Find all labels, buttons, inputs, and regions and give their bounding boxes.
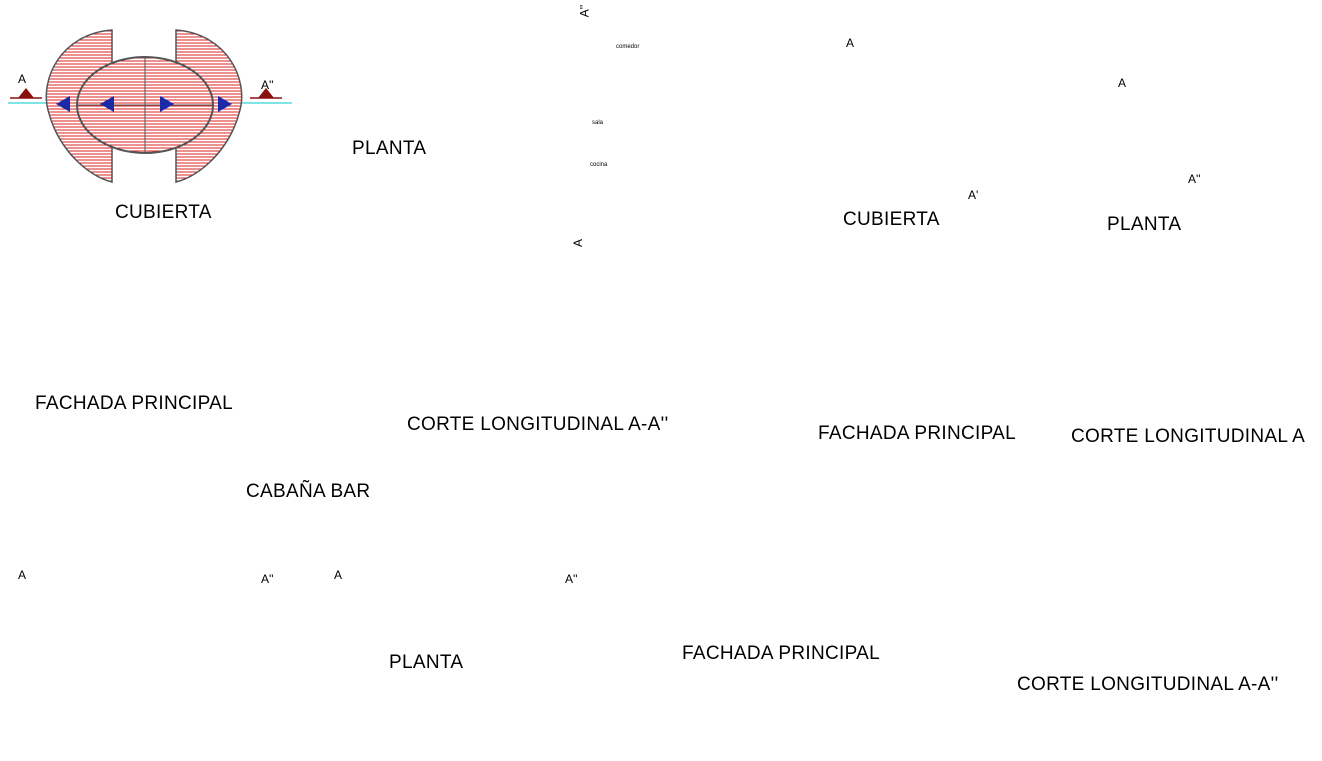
section-mark-a-double-plan: A'' bbox=[577, 4, 592, 18]
label-fachada-3: FACHADA PRINCIPAL bbox=[682, 643, 880, 664]
section-mark-a-bar: A bbox=[334, 568, 343, 582]
label-fachada-2: FACHADA PRINCIPAL bbox=[818, 423, 1016, 444]
section-mark-a-1: A bbox=[18, 72, 27, 86]
label-cubierta-2: CUBIERTA bbox=[843, 209, 940, 230]
section-mark-a-double-1: A'' bbox=[261, 78, 274, 92]
section-mark-a-double-2: A'' bbox=[261, 572, 274, 586]
section-mark-a-prime-pentagon: A' bbox=[968, 188, 979, 202]
room-tag-sala: sala bbox=[592, 120, 604, 126]
label-planta-2: PLANTA bbox=[1107, 214, 1182, 235]
label-planta-3: PLANTA bbox=[389, 652, 464, 673]
label-corte-2: CORTE LONGITUDINAL A bbox=[1071, 426, 1306, 447]
roof-plan-oval-1 bbox=[8, 29, 292, 183]
label-corte-3: CORTE LONGITUDINAL A-A'' bbox=[1017, 674, 1279, 695]
label-group-title: CABAÑA BAR bbox=[246, 481, 371, 502]
label-planta-1: PLANTA bbox=[352, 138, 427, 159]
room-tag-cocina: cocina bbox=[590, 162, 608, 168]
section-mark-a-2: A bbox=[18, 568, 27, 582]
label-cubierta-1: CUBIERTA bbox=[115, 202, 212, 223]
label-corte-1: CORTE LONGITUDINAL A-A'' bbox=[407, 414, 669, 435]
room-tag-comedor: comedor bbox=[616, 44, 640, 50]
section-mark-a-double-bar: A'' bbox=[565, 572, 578, 586]
section-mark-a-pentagon: A bbox=[846, 36, 855, 50]
section-mark-a-double-plan2: A'' bbox=[1188, 172, 1201, 186]
section-mark-a-plan2: A bbox=[1118, 76, 1127, 90]
label-fachada-1: FACHADA PRINCIPAL bbox=[35, 393, 233, 414]
section-mark-a-plan-section: A bbox=[571, 238, 586, 248]
